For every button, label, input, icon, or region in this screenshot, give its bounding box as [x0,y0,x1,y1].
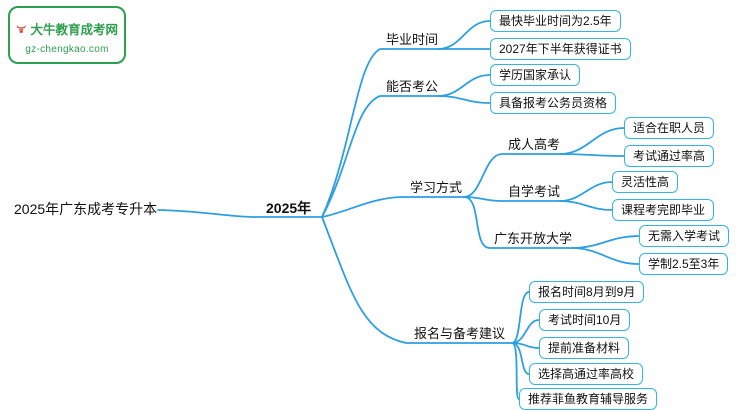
leaf-certificate-date: 2027年下半年获得证书 [490,38,631,60]
year-node: 2025年 [266,200,312,216]
bull-icon [16,24,26,33]
logo-title: 大牛教育成考网 [30,23,118,37]
leaf-fastest-graduation: 最快毕业时间为2.5年 [490,10,621,32]
logo-url: gz-chengkao.com [25,43,109,55]
leaf-prepare-materials: 提前准备材料 [539,337,630,359]
branch-label-registration-advice: 报名与备考建议 [414,326,506,341]
branch-label-civil-service: 能否考公 [386,79,439,94]
leaf-choose-high-pass-school: 选择高通过率高校 [529,363,644,385]
sub-label-adult-exam: 成人高考 [508,137,561,152]
leaf-high-pass-rate: 考试通过率高 [624,145,715,167]
leaf-recommended-tutoring: 推荐菲鱼教育辅导服务 [519,388,658,410]
leaf-program-length: 学制2.5至3年 [639,253,729,275]
leaf-high-flexibility: 灵活性高 [612,171,679,193]
root-node: 2025年广东成考专升本 [14,201,158,217]
branch-label-graduation-time: 毕业时间 [386,32,439,47]
leaf-suitable-employed: 适合在职人员 [624,117,715,139]
leaf-civil-service-eligible: 具备报考公务员资格 [490,92,617,114]
leaf-registration-period: 报名时间8月到9月 [529,281,645,303]
leaf-no-entrance-exam: 无需入学考试 [639,225,730,247]
site-logo: 大牛教育成考网 gz-chengkao.com [8,6,126,64]
leaf-exam-month: 考试时间10月 [539,309,631,331]
leaf-state-recognized: 学历国家承认 [490,64,581,86]
logo-row: 大牛教育成考网 [16,16,118,42]
sub-label-open-university: 广东开放大学 [494,231,573,246]
leaf-graduate-after-courses: 课程考完即毕业 [612,199,715,221]
branch-label-study-method: 学习方式 [410,180,463,195]
sub-label-self-study: 自学考试 [508,184,561,199]
